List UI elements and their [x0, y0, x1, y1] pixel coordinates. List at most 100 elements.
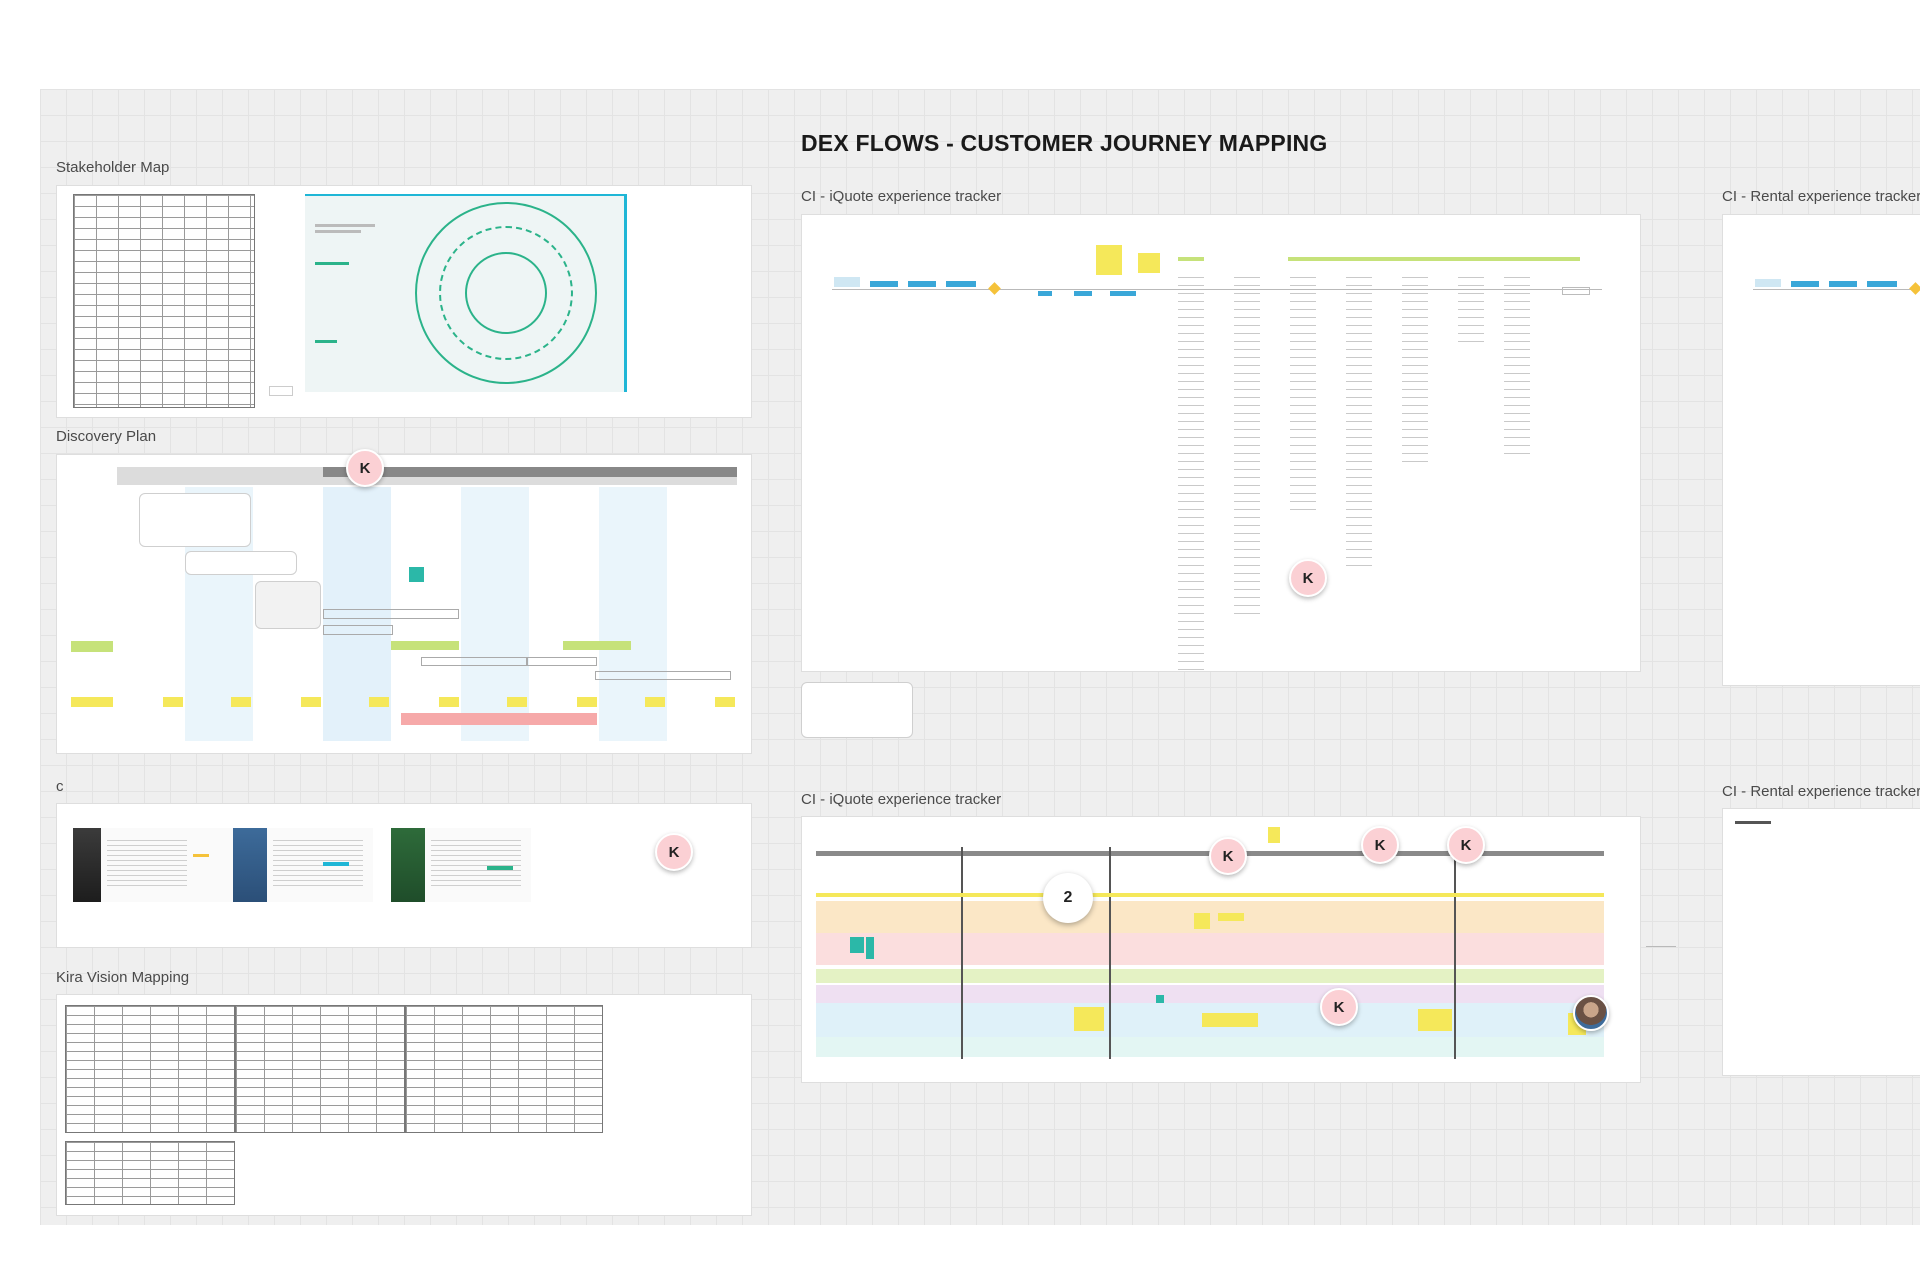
flow-step[interactable] [870, 281, 898, 287]
flow-step[interactable] [1867, 281, 1897, 287]
collaborator-avatar[interactable]: K [1320, 988, 1358, 1026]
frame-discovery-plan[interactable] [56, 454, 752, 754]
collaborator-avatar[interactable]: K [1447, 826, 1485, 864]
frame-rental-tracker-bottom[interactable] [1722, 808, 1920, 1076]
journey-lane-pink [816, 933, 1604, 965]
collaborator-count-badge[interactable]: 2 [1043, 873, 1093, 923]
task-bar[interactable] [323, 625, 393, 635]
persona-card[interactable] [73, 828, 233, 902]
whiteboard-canvas[interactable]: DEX FLOWS - CUSTOMER JOURNEY MAPPING Sta… [40, 89, 1920, 1225]
teal-sticky[interactable] [409, 567, 424, 582]
tracker-note-card[interactable] [801, 682, 913, 738]
persona-highlight [487, 866, 513, 870]
journey-lane-orange [816, 901, 1604, 933]
vision-table [65, 1005, 235, 1133]
flow-step[interactable] [1755, 279, 1781, 287]
collaborator-avatar[interactable]: K [346, 449, 384, 487]
flow-step[interactable] [834, 277, 860, 287]
journey-lane-purple [816, 985, 1604, 1003]
persona-photo [73, 828, 101, 902]
green-task[interactable] [71, 641, 113, 652]
frame-label-iquote-tracker-bottom[interactable]: CI - iQuote experience tracker [801, 791, 1002, 808]
flow-step[interactable] [1074, 291, 1092, 296]
journey-lane-green [816, 969, 1604, 983]
pink-task[interactable] [401, 713, 597, 725]
yellow-sticky[interactable] [1202, 1013, 1258, 1027]
persona-photo [233, 828, 267, 902]
journey-lane-teal [816, 1037, 1604, 1057]
milestone-row [71, 697, 735, 707]
frame-label-rental-tracker-top[interactable]: CI - Rental experience tracker [1722, 188, 1920, 205]
step-column [1458, 277, 1484, 343]
vision-table [235, 1005, 405, 1133]
step-column [1290, 277, 1316, 517]
stage-bar [816, 893, 1604, 897]
frame-label-discovery-plan[interactable]: Discovery Plan [56, 428, 157, 445]
frame-heading-line [1735, 821, 1771, 824]
flow-step[interactable] [908, 281, 936, 287]
persona-text [431, 840, 521, 888]
flow-step[interactable] [1791, 281, 1819, 287]
stage-divider [961, 847, 963, 1059]
green-task[interactable] [391, 641, 459, 650]
stage-divider [1109, 847, 1111, 1059]
frame-label-rental-tracker-bottom[interactable]: CI - Rental experience tracker [1722, 783, 1920, 800]
yellow-sticky[interactable] [1218, 913, 1244, 921]
frame-rental-tracker-top[interactable] [1722, 214, 1920, 686]
frame-label-iquote-tracker-top[interactable]: CI - iQuote experience tracker [801, 188, 1002, 205]
task-bar[interactable] [323, 609, 459, 619]
collaborator-avatar[interactable]: K [1289, 559, 1327, 597]
teal-sticky[interactable] [1156, 995, 1164, 1003]
yellow-sticky[interactable] [1418, 1009, 1452, 1031]
vision-table [65, 1141, 235, 1205]
yellow-sticky[interactable] [1138, 253, 1160, 273]
flow-step[interactable] [1038, 291, 1052, 296]
step-column [1178, 277, 1204, 671]
phase-bar [1288, 257, 1580, 261]
frame-label-personas[interactable]: c [56, 778, 64, 795]
persona-text [107, 840, 187, 888]
flow-step[interactable] [946, 281, 976, 287]
task-bar[interactable] [421, 657, 527, 666]
diagram-note-lines [315, 230, 361, 233]
yellow-sticky[interactable] [1096, 245, 1122, 275]
frame-kira-vision-mapping[interactable] [56, 994, 752, 1216]
teal-sticky[interactable] [866, 937, 874, 959]
persona-photo [391, 828, 425, 902]
step-column [1234, 277, 1260, 617]
frame-personas[interactable] [56, 803, 752, 948]
yellow-sticky[interactable] [1268, 827, 1280, 843]
plan-card[interactable] [139, 493, 251, 547]
stage-divider [1454, 847, 1456, 1059]
teal-sticky[interactable] [850, 937, 864, 953]
green-task[interactable] [563, 641, 631, 650]
task-bar[interactable] [527, 657, 597, 666]
collaborator-avatar[interactable]: K [1209, 837, 1247, 875]
flow-step[interactable] [1110, 291, 1136, 296]
plan-card[interactable] [255, 581, 321, 629]
persona-highlight [323, 862, 349, 866]
middle-ring [439, 226, 573, 360]
decision-diamond[interactable] [988, 282, 1001, 295]
flow-step[interactable] [1829, 281, 1857, 287]
yellow-sticky[interactable] [1194, 913, 1210, 929]
frame-stakeholder-map[interactable] [56, 185, 752, 418]
plan-card[interactable] [185, 551, 297, 575]
collaborator-photo-avatar[interactable] [1573, 995, 1609, 1031]
persona-card[interactable] [233, 828, 373, 902]
persona-text [273, 840, 363, 888]
persona-card[interactable] [391, 828, 531, 902]
frame-label-stakeholder-map[interactable]: Stakeholder Map [56, 159, 170, 176]
decision-diamond[interactable] [1909, 282, 1920, 295]
yellow-sticky[interactable] [1074, 1007, 1104, 1031]
frame-label-kira-vision-mapping[interactable]: Kira Vision Mapping [56, 969, 190, 986]
diagram-note-lines [315, 224, 375, 227]
collaborator-avatar[interactable]: K [655, 833, 693, 871]
step-column [1346, 277, 1372, 567]
task-bar[interactable] [595, 671, 731, 680]
flow-line [1753, 289, 1920, 290]
collaborator-avatar[interactable]: K [1361, 826, 1399, 864]
diagram-heading-bar [315, 262, 349, 265]
frame-iquote-tracker-top[interactable] [801, 214, 1641, 672]
flow-end[interactable] [1562, 287, 1590, 295]
